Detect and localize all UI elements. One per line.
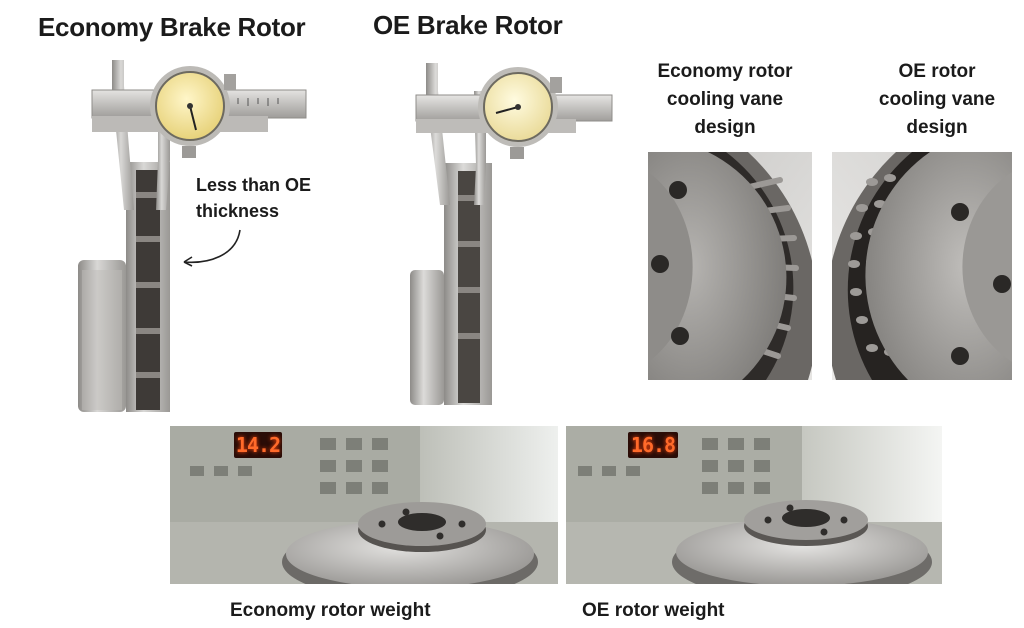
economy-vane-label-line-2: cooling vane bbox=[666, 89, 784, 110]
annotation-line-2: thickness bbox=[196, 201, 280, 221]
oe-weight-caption: OE rotor weight bbox=[582, 600, 725, 621]
annotation-line-1: Less than OE bbox=[196, 175, 312, 195]
economy-weight-caption: Economy rotor weight bbox=[230, 600, 431, 621]
economy-vane-label: Economy rotor cooling vane design bbox=[636, 58, 814, 142]
economy-caliper-photo bbox=[78, 60, 307, 412]
thickness-annotation: Less than OE thickness bbox=[196, 172, 311, 224]
economy-vane-label-line-1: Economy rotor bbox=[657, 61, 793, 82]
economy-vane-photo bbox=[648, 152, 812, 380]
economy-rotor-title: Economy Brake Rotor bbox=[38, 12, 306, 42]
economy-weight-photo: 14.2 bbox=[170, 426, 558, 584]
oe-caliper-photo bbox=[410, 63, 613, 405]
economy-vane-label-line-3: design bbox=[694, 117, 756, 138]
oe-rotor-title: OE Brake Rotor bbox=[373, 10, 563, 40]
oe-vane-label: OE rotor cooling vane design bbox=[850, 58, 1024, 142]
oe-vane-label-line-1: OE rotor bbox=[898, 61, 976, 82]
annotation-arrow-icon bbox=[183, 229, 241, 267]
oe-weight-photo: 16.8 bbox=[566, 426, 942, 584]
economy-scale-display: 14.2 bbox=[234, 432, 282, 458]
oe-vane-label-line-2: cooling vane bbox=[878, 89, 996, 110]
oe-scale-display: 16.8 bbox=[628, 432, 678, 458]
oe-vane-label-line-3: design bbox=[906, 117, 968, 138]
oe-vane-photo bbox=[832, 152, 1012, 380]
